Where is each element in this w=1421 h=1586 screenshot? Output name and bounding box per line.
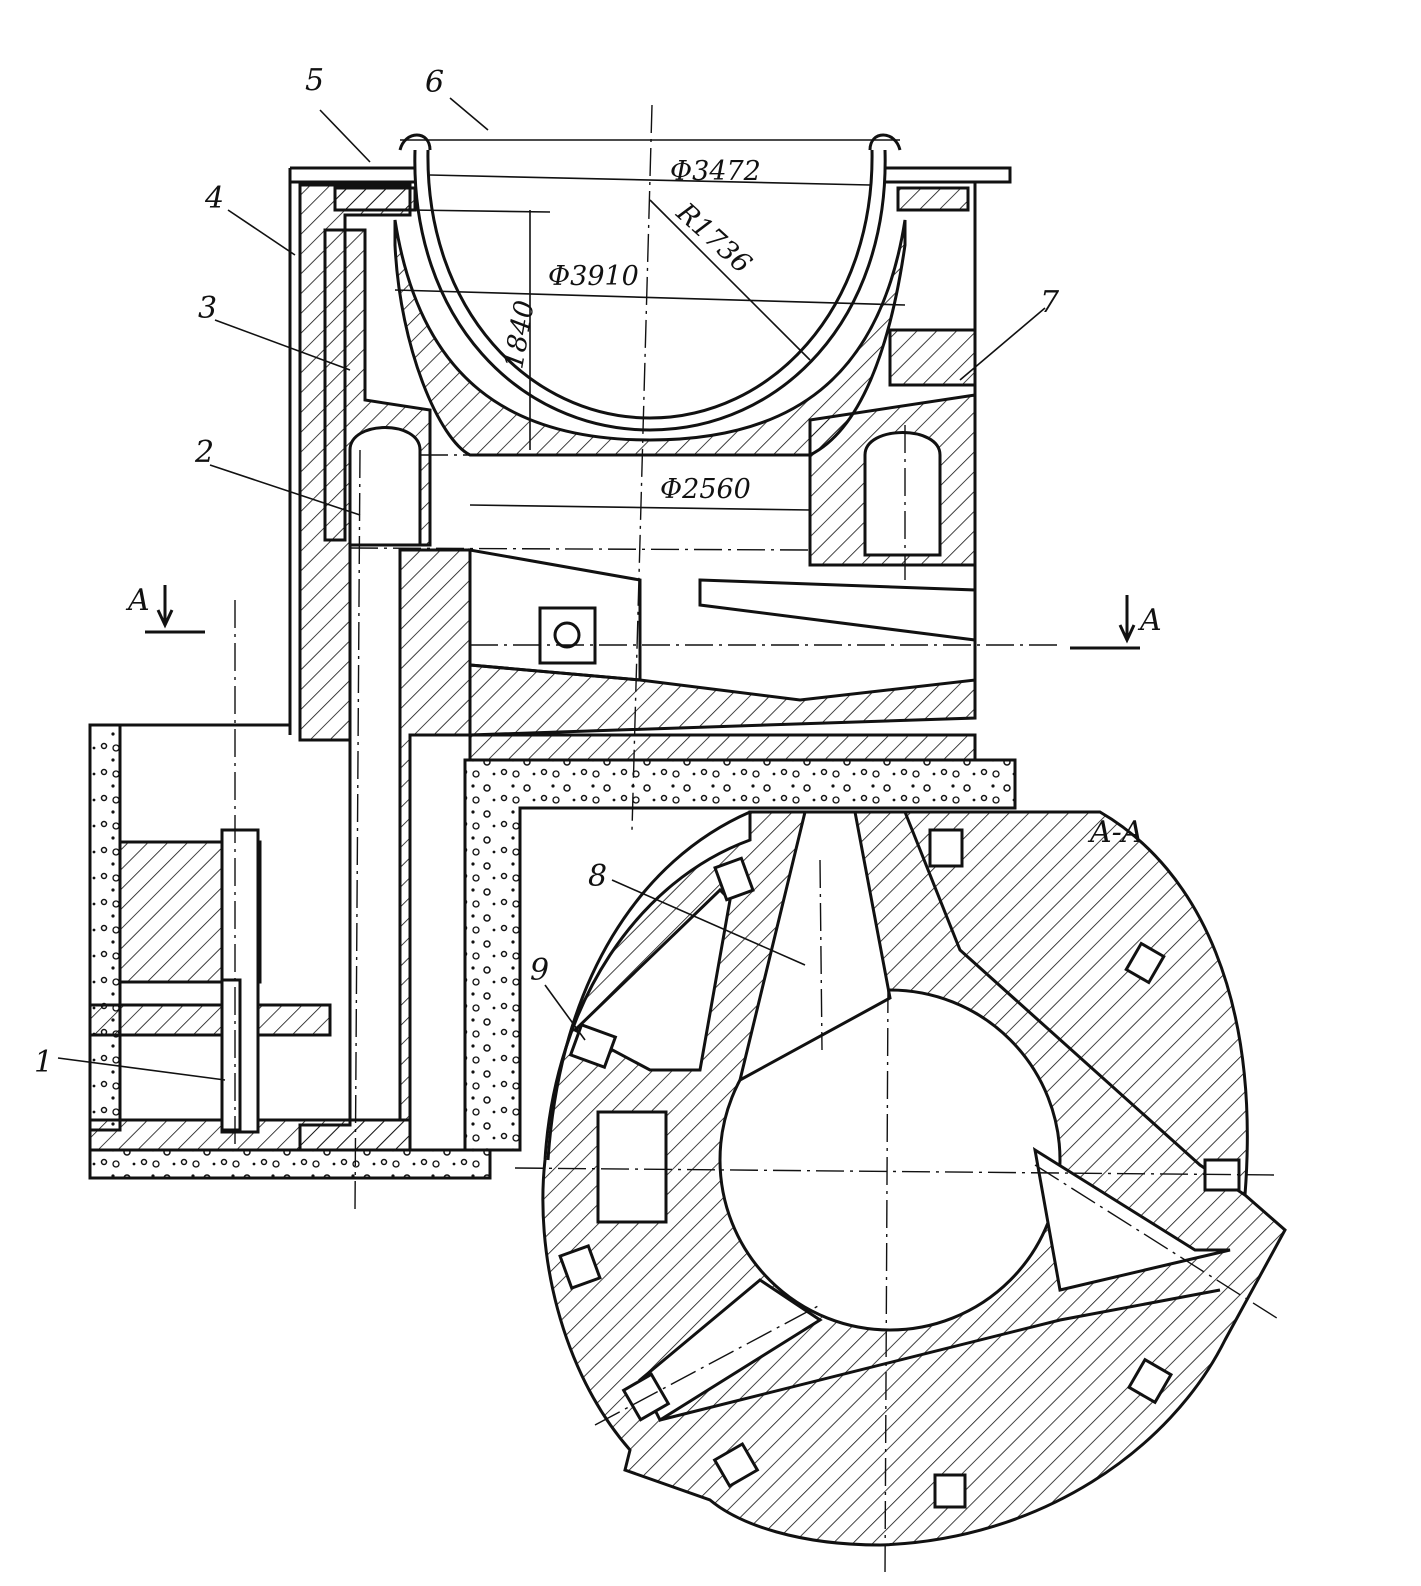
dimension-mid-diameter: Φ3910 <box>548 261 639 292</box>
bowl-support <box>393 219 907 457</box>
plan-channel-top <box>737 810 892 1083</box>
label-5: 5 <box>305 63 324 98</box>
label-2: 2 <box>194 435 214 470</box>
crucible-bowl <box>413 149 887 432</box>
foundation <box>463 758 1017 1152</box>
label-6: 6 <box>425 65 444 100</box>
refractory-lining-right <box>888 328 977 387</box>
label-8: 8 <box>588 859 607 894</box>
label-7: 7 <box>1040 285 1060 320</box>
section-mark-right: A <box>1137 603 1162 638</box>
section-title: A-A <box>1087 815 1143 850</box>
section-mark-left: A <box>125 583 150 618</box>
flue-duct-right <box>698 578 977 642</box>
plan-inner-cut <box>572 887 732 1072</box>
plan-channel-right <box>1032 1146 1231 1292</box>
plan-inspection-window <box>596 1110 668 1224</box>
vertical-section <box>88 104 1140 1211</box>
chamber-floor <box>468 663 977 737</box>
label-4: 4 <box>204 181 224 216</box>
dimension-top-diameter: Φ3472 <box>670 156 761 187</box>
flue-chamber <box>468 548 642 682</box>
leader-lines <box>57 97 1046 1081</box>
label-9: 9 <box>530 953 549 988</box>
label-1: 1 <box>34 1045 53 1080</box>
burner-arch-left <box>348 426 422 547</box>
burner-arch-right <box>863 431 942 557</box>
quench-tank <box>88 723 122 1132</box>
dimension-bottom-diameter: Φ2560 <box>660 474 751 505</box>
crucible-bowl-inner <box>426 149 874 420</box>
dimension-lines <box>394 139 906 511</box>
label-3: 3 <box>198 291 217 326</box>
plan-section-a-a <box>514 810 1287 1576</box>
